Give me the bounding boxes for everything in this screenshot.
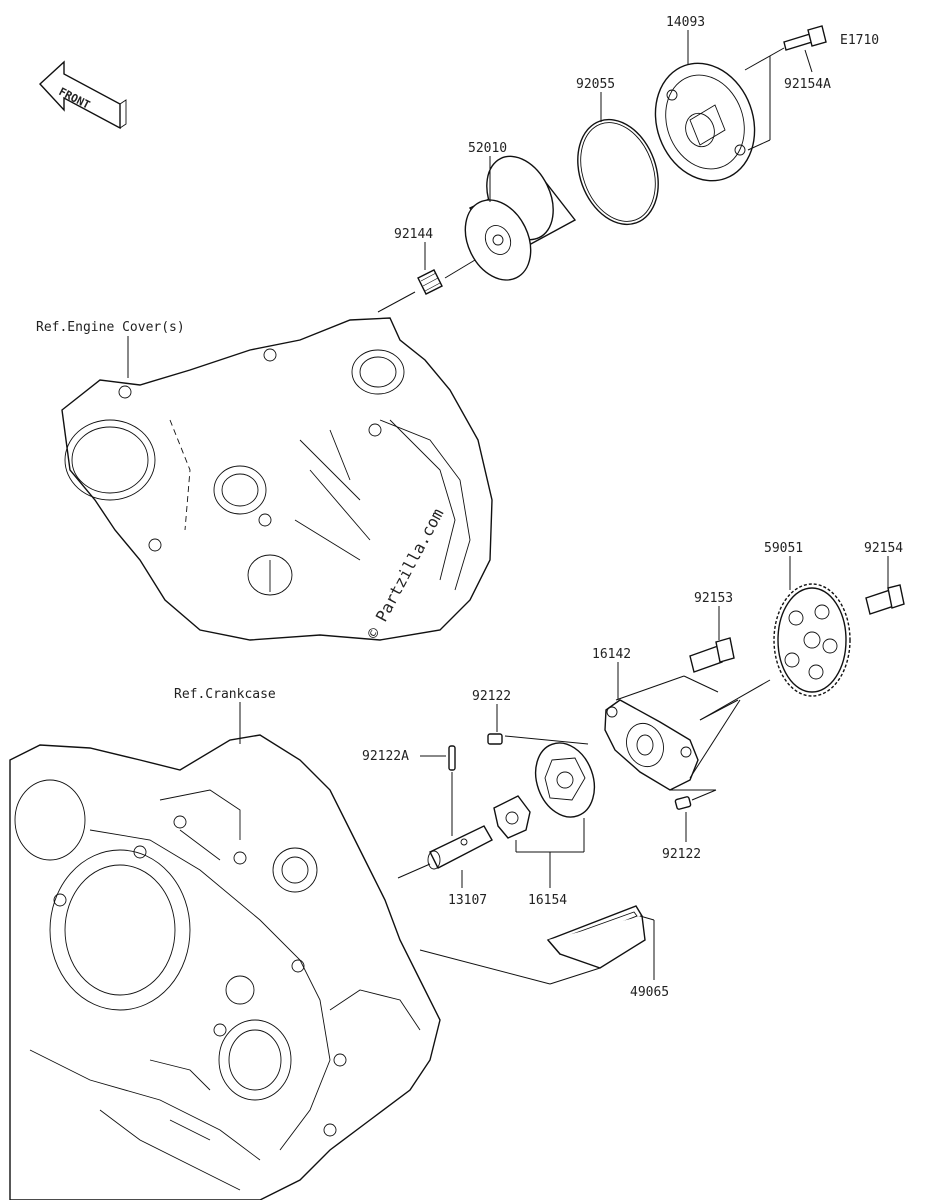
label-92122A: 92122A [362,749,409,764]
crankcase [9,734,441,1200]
label-16154: 16154 [528,893,567,908]
pump-shaft-13107 [427,825,493,870]
bolt-92153 [689,637,735,673]
label-16142: 16142 [592,647,631,662]
label-52010: 52010 [468,141,507,156]
engine-cover [61,317,493,641]
label-13107: 13107 [448,893,487,908]
dowel-pin-92122-top [487,733,503,745]
oil-filter-52010 [464,155,577,281]
label-49065: 49065 [630,985,669,1000]
spring-92144 [417,269,443,295]
oil-filter-cover [654,62,756,182]
ref-crankcase: Ref.Crankcase [174,687,276,702]
label-92154: 92154 [864,541,903,556]
oil-strainer-49065 [546,905,646,969]
pin-92122A [448,745,456,771]
ref-engine-cover: Ref.Engine Cover(s) [36,320,185,335]
label-59051: 59051 [764,541,803,556]
label-92122-top: 92122 [472,689,511,704]
oil-pump-rotors-16154 [493,742,596,839]
label-92153: 92153 [694,591,733,606]
bolt-92154 [865,584,905,615]
bolt-92154A [783,25,827,51]
label-92144: 92144 [394,227,433,242]
o-ring-92055 [577,118,659,226]
oil-pump-body-16142 [604,699,699,791]
dowel-pin-92122-bottom [674,796,692,810]
front-arrow-icon: FRONT [39,60,127,130]
label-92154A: 92154A [784,77,831,92]
label-92055: 92055 [576,77,615,92]
gear-59051 [773,583,851,697]
label-92122-bottom: 92122 [662,847,701,862]
label-14093: 14093 [666,15,705,30]
diagram-code: E1710 [840,33,879,48]
